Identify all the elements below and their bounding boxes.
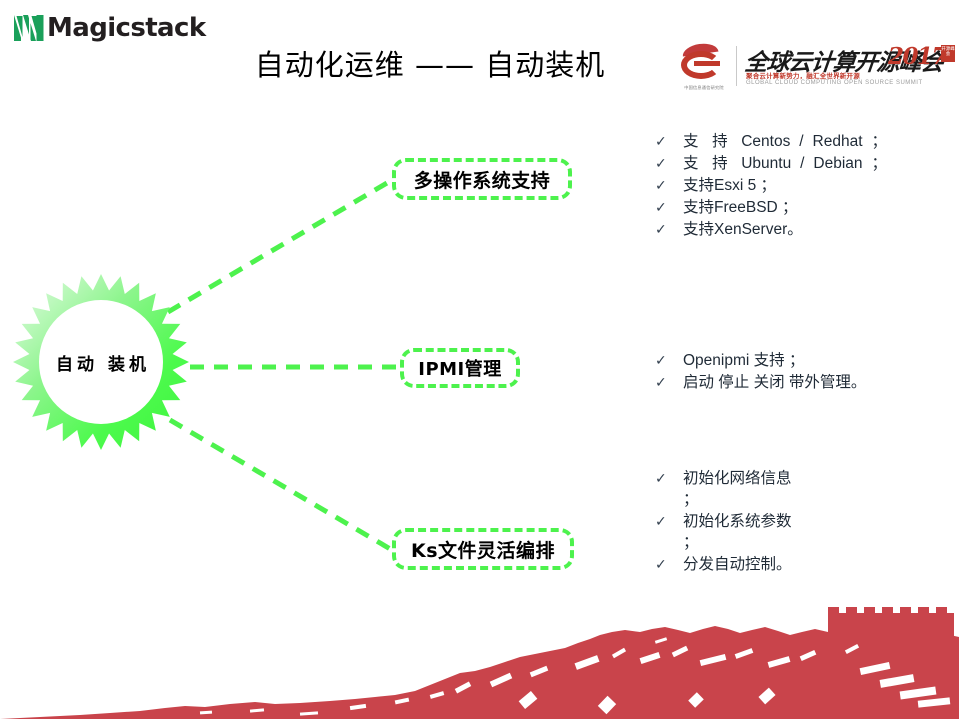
bullet-item: ✓ 支 持 Ubuntu / Debian ； [655,153,887,174]
check-icon: ✓ [655,221,667,237]
wall-texture-speck [199,710,213,715]
bullet-item: ✓ 支持FreeBSD ； [655,197,887,218]
wall-texture-speck [299,711,319,716]
bullet-item: ✓ Openipmi 支持 ； [655,350,887,371]
wall-texture-speck [879,674,915,688]
conference-logo-text: 全球云计算开源峰会 2017 开源峰会 聚合云计算新势力，融汇全世界新开源 GL… [743,41,955,91]
check-icon: ✓ [655,513,667,529]
wall-texture-speck [574,655,600,670]
bullet-item-label: 启动 停止 关闭 带外管理。 [683,374,867,391]
wall-texture-speck [859,661,891,676]
bullet-group-ipmi: ✓ Openipmi 支持 ； ✓ 启动 停止 关闭 带外管理。 [655,350,887,394]
bullet-item: ✓ 支持XenServer。 [655,219,887,240]
bullet-group-os-support: ✓ 支 持 Centos / Redhat ； ✓ 支 持 Ubuntu / Debi… [655,131,887,241]
emblem-caption: 中国信息通信研究院 [684,85,724,90]
check-icon: ✓ [655,352,667,368]
starburst-shape [13,274,189,450]
brand-logo: Magicstack [14,11,206,45]
check-icon: ✓ [655,470,667,486]
wall-texture-speck [734,648,754,659]
emblem-c-shape [681,51,721,79]
bullet-item-label: Openipmi 支持 ； [683,352,805,369]
conference-seal: 开源峰会 [941,45,955,62]
check-icon: ✓ [655,155,667,171]
wall-texture-speck [611,647,627,659]
wall-texture-speck [688,692,704,708]
bullet-item-label: 支持Esxi 5 ； [683,177,777,194]
check-icon: ✓ [655,177,667,193]
wall-texture-speck [529,665,549,678]
conference-logo-divider [736,46,737,86]
wall-texture-speck [767,656,791,668]
bullet-item: ✓ 分发自动控制。 [655,554,805,575]
bullet-item: ✓ 初始化系统参数 ； [655,511,805,553]
brand-name: Magicstack [47,13,206,43]
magicstack-m-icon [14,15,45,41]
bullet-item: ✓ 启动 停止 关闭 带外管理。 [655,372,887,393]
connector-line-top [166,177,394,315]
bullet-group-ks-file: ✓ 初始化网络信息 ； ✓ 初始化系统参数 ； ✓ 分发自动控制。 [655,468,805,576]
wall-texture-speck [518,691,538,709]
wall-texture-speck [489,672,513,688]
conference-logo: 中国信息通信研究院 全球云计算开源峰会 2017 开源峰会 聚合云计算新势力，融… [676,38,955,94]
wall-texture-speck [597,695,617,715]
wall-texture-speck [394,697,410,705]
wall-texture-speck [249,708,265,713]
wall-texture-speck [899,686,937,700]
conference-year: 2017 [888,43,948,70]
hub-label: 自动 装机 [56,354,150,375]
wall-texture-speck [844,643,860,655]
check-icon: ✓ [655,374,667,390]
bullet-item: ✓ 支 持 Centos / Redhat ； [655,131,887,152]
feature-box-ks-file[interactable]: Ks文件灵活编排 [392,528,574,570]
wall-texture-speck [454,681,472,694]
feature-box-os-support[interactable]: 多操作系统支持 [392,158,572,200]
bullet-item-label: 初始化网络信息 ； [683,470,792,508]
wall-texture-speck [799,649,817,662]
bullet-item-label: 分发自动控制。 [683,556,792,573]
wall-texture-speck [654,637,668,644]
wall-texture-speck [559,640,573,649]
bullet-item: ✓ 初始化网络信息 ； [655,468,805,510]
check-icon: ✓ [655,199,667,215]
conference-subtitle-en: GLOBAL CLOUD COMPUTING OPEN SOURCE SUMMI… [746,80,923,86]
page-title: 自动化运维 —— 自动装机 [254,48,606,82]
connector-line-bottom [168,417,394,553]
feature-box-ipmi[interactable]: IPMI管理 [400,348,520,388]
conference-subtitle-cn: 聚合云计算新势力，融汇全世界新开源 [746,73,860,80]
bullet-item-label: 支持FreeBSD ； [683,199,798,216]
wall-texture-speck [429,691,445,699]
bullet-item-label: 支 持 Centos / Redhat ； [683,133,887,150]
bullet-item: ✓ 支持Esxi 5 ； [655,175,887,196]
check-icon: ✓ [655,556,667,572]
wall-texture-speck [758,687,776,705]
emblem-bar-shape [694,61,720,66]
bullet-item-label: 初始化系统参数 ； [683,513,792,551]
wall-texture-speck [639,652,661,664]
bullet-item-label: 支 持 Ubuntu / Debian ； [683,155,887,172]
great-wall-decoration [0,607,959,719]
hub-starburst: 自动 装机 [13,274,189,450]
check-icon: ✓ [655,133,667,149]
bullet-item-label: 支持XenServer。 [683,221,803,238]
wall-texture-speck [699,653,727,667]
wall-texture-speck [671,645,689,658]
wall-texture-speck [349,703,367,711]
ccid-emblem-icon: 中国信息通信研究院 [676,41,732,91]
wall-texture-speck [917,697,951,708]
